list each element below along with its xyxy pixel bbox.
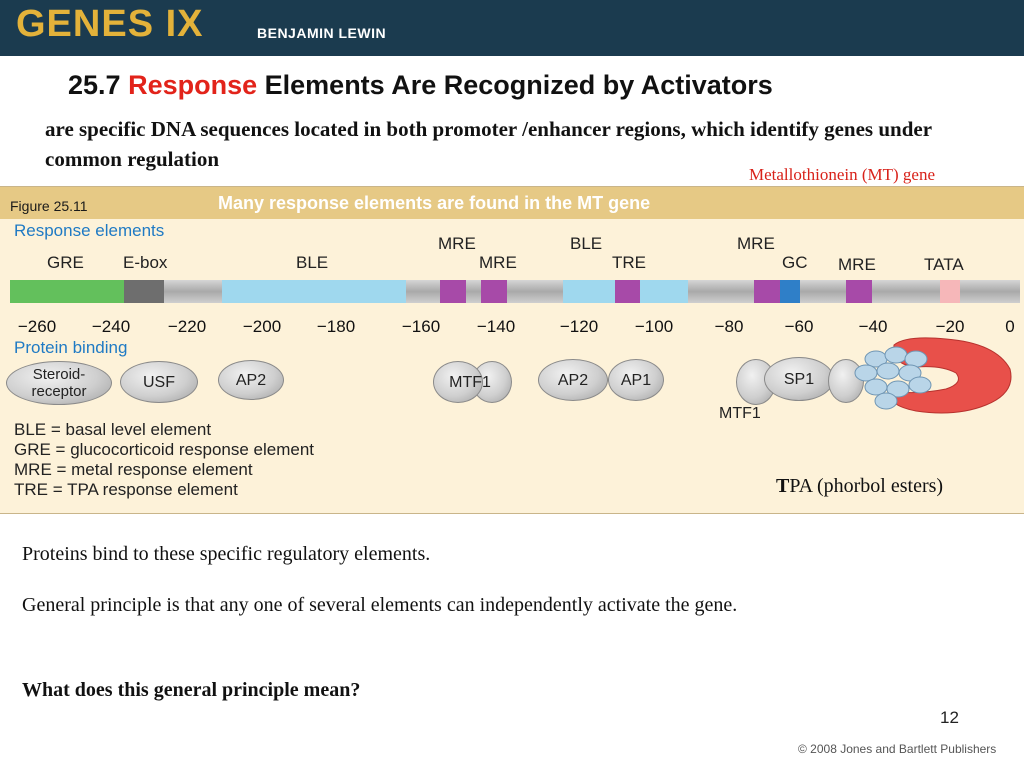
sp1-protein: SP1 [764, 357, 834, 401]
figure-label: Figure 25.11 [10, 198, 88, 214]
mtf1-label-second: MTF1 [719, 405, 761, 422]
protein-binding-heading: Protein binding [14, 338, 128, 357]
element-label-gre: GRE [47, 253, 84, 272]
element-label-tre: TRE [612, 253, 646, 272]
dna-segment-gre [10, 280, 124, 303]
scale-tick: −20 [935, 317, 965, 336]
element-label-mre: MRE [438, 234, 476, 253]
element-label-ble: BLE [296, 253, 329, 272]
ap1-protein: AP1 [608, 359, 664, 401]
sp1-label: SP1 [783, 370, 815, 388]
body-line-2: General principle is that any one of sev… [22, 594, 738, 616]
dna-segment-mre [440, 280, 466, 303]
page-number: 12 [940, 708, 959, 727]
usf-protein: USF [120, 361, 198, 403]
header-banner: GENES IX BENJAMIN LEWIN [0, 0, 1024, 56]
scale-tick: −240 [91, 317, 131, 336]
scale-tick: −140 [476, 317, 516, 336]
mtf1-label: MTF1 [449, 373, 491, 391]
mtf1-protein: MTF1 [433, 361, 491, 403]
element-label-gc: GC [782, 253, 808, 272]
ap1-label: AP1 [620, 371, 652, 389]
scale-tick: −120 [559, 317, 599, 336]
figure-panel: Figure 25.11 Many response elements are … [0, 186, 1024, 514]
scale-tick: 0 [1005, 317, 1015, 336]
ap2-label-second: AP2 [557, 371, 589, 389]
gene-label: Metallothionein (MT) gene [749, 165, 936, 184]
scale-tick: −260 [17, 317, 57, 336]
figure-title: Many response elements are found in the … [218, 193, 651, 213]
dna-segment-mre [754, 280, 780, 303]
element-label-ebox: E-box [123, 253, 168, 272]
dna-segment-mre [846, 280, 872, 303]
dna-segment-tata [940, 280, 960, 303]
steroid-receptor-label: Steroid-receptor [31, 366, 87, 400]
book-logo: GENES IX [16, 3, 204, 45]
slide-title: 25.7 Response Elements Are Recognized by… [68, 70, 773, 101]
ap2-protein-second: AP2 [538, 359, 608, 401]
element-label-mre: MRE [838, 255, 876, 274]
element-label-mre: MRE [737, 234, 775, 253]
dna-segment-ble [563, 280, 615, 303]
scale-tick: −40 [858, 317, 888, 336]
dna-segment-gc [780, 280, 800, 303]
dna-segment-ble [222, 280, 406, 303]
tpa-note: TPA (phorbol esters) [776, 475, 943, 498]
title-rest: Elements Are Recognized by Activators [264, 70, 773, 100]
tbp-complex [854, 346, 932, 410]
legend-mre: MRE = metal response element [14, 460, 253, 479]
slide-subtitle: are specific DNA sequences located in bo… [45, 117, 932, 171]
rna-polymerase-complex [854, 337, 1012, 414]
scale-tick: −220 [167, 317, 207, 336]
title-number: 25.7 [68, 70, 121, 100]
title-highlight: Response [128, 70, 258, 100]
dna-segment-tre [615, 280, 640, 303]
scale-tick: −80 [714, 317, 744, 336]
usf-label: USF [143, 373, 175, 391]
element-label-ble: BLE [570, 234, 603, 253]
tpa-note-rest: PA (phorbol esters) [789, 475, 944, 497]
scale-tick: −180 [316, 317, 356, 336]
figure-header [0, 187, 1024, 219]
body-line-1: Proteins bind to these specific regulato… [22, 543, 431, 565]
response-elements-heading: Response elements [14, 221, 165, 240]
element-label-mre: MRE [479, 253, 517, 272]
scale-tick: −160 [401, 317, 441, 336]
dna-segment-mre [481, 280, 507, 303]
copyright-notice: © 2008 Jones and Bartlett Publishers [798, 742, 997, 756]
legend-tre: TRE = TPA response element [14, 480, 238, 499]
author-name: BENJAMIN LEWIN [257, 25, 387, 41]
scale-tick: −60 [784, 317, 814, 336]
body-question: What does this general principle mean? [22, 679, 361, 701]
scale-tick: −100 [634, 317, 674, 336]
dna-segment-ble [640, 280, 688, 303]
legend-gre: GRE = glucocorticoid response element [14, 440, 315, 459]
ap2-label: AP2 [235, 371, 267, 389]
steroid-receptor-protein: Steroid-receptor [6, 361, 112, 405]
scale-tick: −200 [242, 317, 282, 336]
dna-segment-ebox [124, 280, 164, 303]
element-label-tata: TATA [924, 255, 964, 274]
tpa-note-bold: T [776, 475, 790, 497]
legend-ble: BLE = basal level element [14, 420, 212, 439]
ap2-protein: AP2 [218, 360, 284, 400]
